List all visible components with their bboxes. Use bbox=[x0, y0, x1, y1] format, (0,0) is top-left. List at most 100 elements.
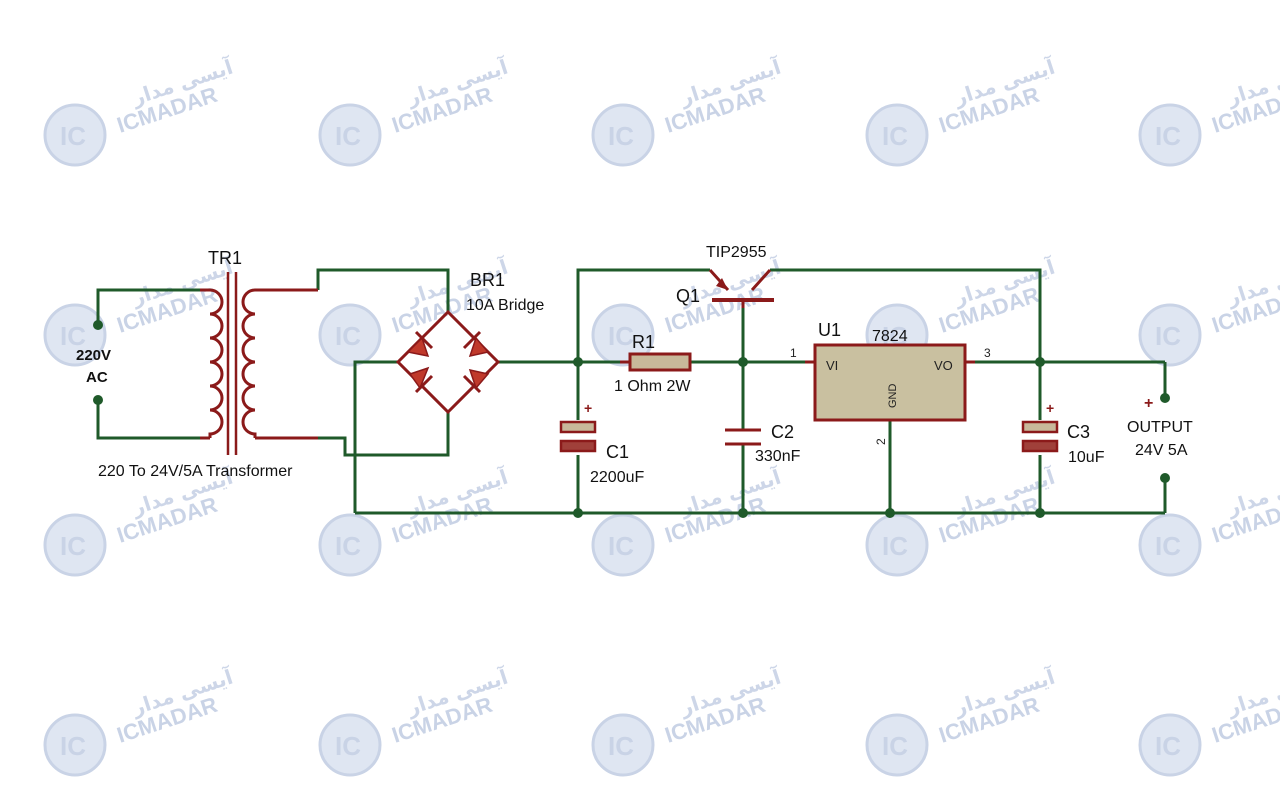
diode-icon bbox=[468, 368, 490, 390]
transformer-ref: TR1 bbox=[208, 248, 242, 268]
ic-logo-letters: IC bbox=[1155, 321, 1181, 351]
ic-logo-icon bbox=[865, 513, 929, 577]
regulator-part: 7824 bbox=[872, 328, 908, 345]
diode-icon bbox=[408, 366, 430, 390]
output-label: OUTPUT bbox=[1127, 419, 1193, 436]
ic-logo-icon bbox=[591, 103, 655, 167]
junction-dot bbox=[885, 508, 895, 518]
ic-logo-letters: IC bbox=[1155, 731, 1181, 761]
ic-logo-icon bbox=[591, 513, 655, 577]
ic-logo-letters: IC bbox=[608, 731, 634, 761]
ic-logo-icon bbox=[1138, 513, 1202, 577]
pin-vi-label: VI bbox=[826, 358, 838, 373]
output-spec: 24V 5A bbox=[1135, 442, 1188, 459]
c1-ref: C1 bbox=[606, 442, 629, 462]
ic-logo-icon bbox=[318, 303, 382, 367]
bridge-rectifier-br1 bbox=[395, 309, 501, 415]
ic-logo-letters: IC bbox=[1155, 121, 1181, 151]
ic-logo-letters: IC bbox=[882, 731, 908, 761]
ic-logo-letters: IC bbox=[60, 121, 86, 151]
ic-logo-letters: IC bbox=[335, 531, 361, 561]
junction-dot bbox=[1035, 357, 1045, 367]
ic-logo-letters: IC bbox=[882, 531, 908, 561]
resistor-r1 bbox=[620, 352, 692, 372]
diode-icon bbox=[468, 336, 490, 358]
c2-value: 330nF bbox=[755, 448, 801, 465]
junction-dot bbox=[573, 357, 583, 367]
ic-logo-icon bbox=[43, 103, 107, 167]
pin2-number: 2 bbox=[874, 438, 888, 445]
transistor-ref: Q1 bbox=[676, 286, 700, 306]
resistor-ref: R1 bbox=[632, 332, 655, 352]
c3-ref: C3 bbox=[1067, 422, 1090, 442]
resistor-value: 1 Ohm 2W bbox=[614, 378, 691, 395]
ic-logo-letters: IC bbox=[335, 731, 361, 761]
c1-value: 2200uF bbox=[590, 469, 644, 486]
ic-logo-letters: IC bbox=[608, 531, 634, 561]
transistor-q1 bbox=[708, 268, 774, 308]
output-terminal-positive bbox=[1160, 393, 1170, 403]
ic-logo-icon bbox=[591, 303, 655, 367]
bridge-ref: BR1 bbox=[470, 270, 505, 290]
labels: 220V AC TR1 220 To 24V/5A Transformer BR… bbox=[76, 244, 1193, 486]
ic-logo-icon bbox=[1138, 713, 1202, 777]
ic-logo-letters: IC bbox=[60, 531, 86, 561]
ic-logo-icon bbox=[43, 303, 107, 367]
input-terminal bbox=[93, 320, 103, 330]
input-type-label: AC bbox=[86, 369, 108, 386]
ic-logo-letters: IC bbox=[335, 321, 361, 351]
ic-logo-icon bbox=[43, 513, 107, 577]
transformer-tr1 bbox=[200, 272, 318, 455]
ic-logo-letters: IC bbox=[608, 121, 634, 151]
ic-logo-icon bbox=[1138, 303, 1202, 367]
wires bbox=[96, 268, 1167, 515]
regulator-u1 bbox=[805, 343, 975, 422]
ic-logo-letters: IC bbox=[60, 731, 86, 761]
output-polarity-plus: + bbox=[1144, 395, 1153, 412]
pin1-number: 1 bbox=[790, 346, 797, 360]
ic-logo-icon bbox=[1138, 103, 1202, 167]
capacitor-c3 bbox=[1021, 420, 1059, 453]
ic-logo-icon bbox=[318, 713, 382, 777]
capacitor-c2 bbox=[725, 428, 761, 446]
ic-logo-letters: IC bbox=[335, 121, 361, 151]
junctions bbox=[93, 320, 1170, 518]
ic-logo-letters: IC bbox=[60, 321, 86, 351]
junction-dot bbox=[573, 508, 583, 518]
ic-logo-letters: IC bbox=[608, 321, 634, 351]
capacitor-c1 bbox=[559, 420, 597, 453]
c3-value: 10uF bbox=[1068, 449, 1105, 466]
c2-ref: C2 bbox=[771, 422, 794, 442]
junction-dot bbox=[1035, 508, 1045, 518]
junction-dot bbox=[738, 508, 748, 518]
c3-polarity-plus: + bbox=[1046, 400, 1054, 416]
regulator-ref: U1 bbox=[818, 320, 841, 340]
input-terminal bbox=[93, 395, 103, 405]
bridge-desc: 10A Bridge bbox=[466, 297, 544, 314]
input-voltage-label: 220V bbox=[76, 347, 111, 364]
pin-gnd-label: GND bbox=[887, 384, 899, 409]
ic-logo-icon bbox=[318, 103, 382, 167]
ic-logo-icon bbox=[865, 103, 929, 167]
pin3-number: 3 bbox=[984, 346, 991, 360]
c1-polarity-plus: + bbox=[584, 400, 592, 416]
transformer-desc: 220 To 24V/5A Transformer bbox=[98, 463, 293, 480]
ic-logo-letters: IC bbox=[1155, 531, 1181, 561]
pin-vo-label: VO bbox=[934, 358, 953, 373]
ic-logo-icon bbox=[318, 513, 382, 577]
ic-logo-icon bbox=[591, 713, 655, 777]
